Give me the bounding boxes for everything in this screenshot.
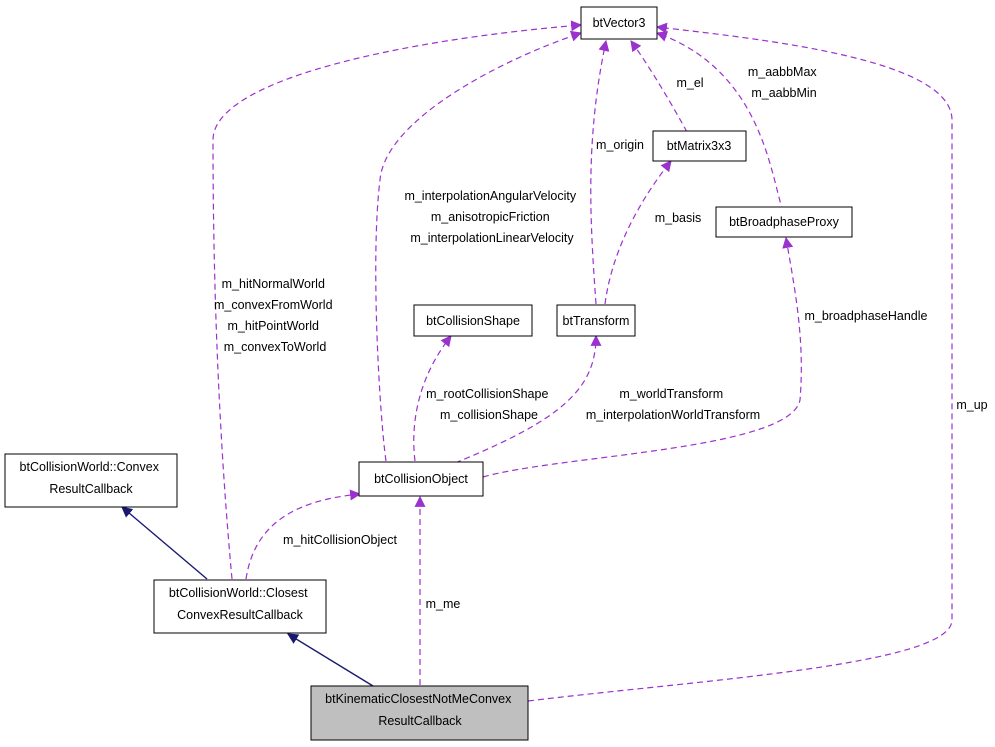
node-closest-convex-result-callback[interactable]: btCollisionWorld::Closest ConvexResultCa…	[153, 579, 327, 634]
label-aabb: m_aabbMax m_aabbMin	[748, 65, 820, 100]
node-btcollisionobject[interactable]: btCollisionObject	[358, 461, 484, 497]
edge-closest-to-collisionobject	[245, 489, 362, 580]
svg-text:btCollisionWorld::Convex: btCollisionWorld::Convex ResultCallback	[20, 460, 163, 496]
edge-collisionobject-to-shape	[413, 335, 452, 462]
edge-kinematic-inherits-closest	[287, 633, 374, 687]
edge-transform-to-vector	[590, 39, 610, 305]
label-m-origin: m_origin	[596, 138, 644, 152]
label-hit-collision-object: m_hitCollisionObject	[283, 533, 397, 547]
svg-text:btVector3: btVector3	[593, 16, 646, 30]
svg-text:btCollisionObject: btCollisionObject	[374, 472, 468, 486]
edge-collisionobject-to-transform	[454, 334, 602, 464]
edge-closest-to-vector	[212, 20, 583, 580]
edge-broadphase-to-vector	[655, 31, 784, 213]
node-btmatrix3x3[interactable]: btMatrix3x3	[652, 130, 747, 162]
label-transforms: m_worldTransform m_interpolationWorldTra…	[586, 387, 760, 422]
svg-text:btKinematicClosestNotMeConvex: btKinematicClosestNotMeConvex ResultCall…	[325, 692, 515, 728]
node-btbroadphaseproxy[interactable]: btBroadphaseProxy	[715, 206, 853, 238]
edge-transform-to-matrix	[604, 160, 672, 305]
label-m-el: m_el	[676, 76, 703, 90]
label-m-basis: m_basis	[655, 211, 702, 225]
edge-collisionobject-to-broadphase	[482, 236, 802, 478]
node-convex-result-callback[interactable]: btCollisionWorld::Convex ResultCallback	[4, 453, 178, 508]
edge-collisionobject-to-vector	[375, 30, 583, 462]
label-interpolation: m_interpolationAngularVelocity m_anisotr…	[404, 189, 579, 245]
label-broadphase-handle: m_broadphaseHandle	[804, 309, 927, 323]
svg-text:btCollisionWorld::Closest: btCollisionWorld::Closest ConvexResultCa…	[169, 586, 311, 622]
label-collision-shapes: m_rootCollisionShape m_collisionShape	[426, 387, 552, 422]
svg-text:btMatrix3x3: btMatrix3x3	[667, 139, 732, 153]
svg-text:btBroadphaseProxy: btBroadphaseProxy	[729, 215, 840, 229]
edge-closest-inherits-convex	[121, 506, 208, 580]
label-m-up: m_up	[956, 398, 987, 412]
node-kinematic-closest-not-me[interactable]: btKinematicClosestNotMeConvex ResultCall…	[310, 685, 529, 741]
node-btvector3[interactable]: btVector3	[580, 6, 658, 40]
node-btcollisionshape[interactable]: btCollisionShape	[413, 304, 533, 337]
node-bttransform[interactable]: btTransform	[556, 304, 636, 337]
label-m-me: m_me	[426, 597, 461, 611]
label-hit-world: m_hitNormalWorld m_convexFromWorld m_hit…	[214, 277, 336, 354]
svg-text:btTransform: btTransform	[563, 314, 630, 328]
edge-matrix-to-vector	[630, 40, 688, 133]
svg-text:btCollisionShape: btCollisionShape	[426, 314, 520, 328]
